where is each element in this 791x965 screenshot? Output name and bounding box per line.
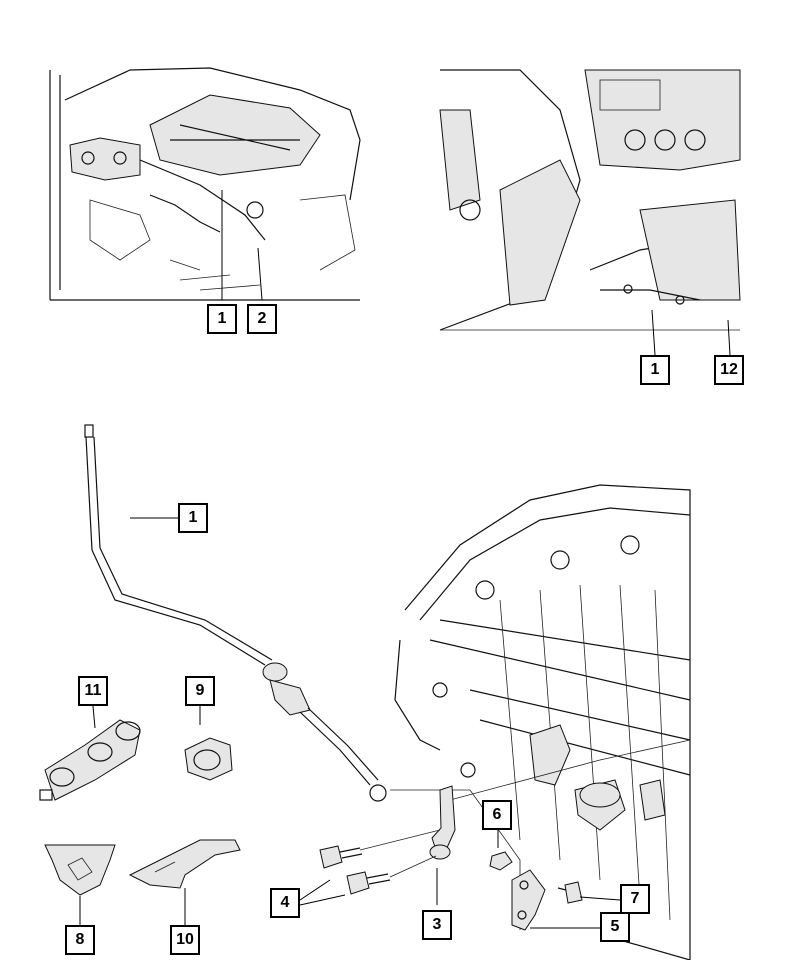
callout-10: 10 [170,925,200,955]
callout-4: 4 [270,888,300,918]
callout-1-main: 1 [178,503,208,533]
callout-6: 6 [482,800,512,830]
callout-2-inset-left: 2 [247,304,277,334]
callout-9: 9 [185,676,215,706]
cable-support-bracket [128,839,241,925]
nut [489,830,513,871]
retaining-clip [184,706,233,781]
callout-7: 7 [620,884,650,914]
mounting-bracket [44,844,116,925]
callout-1-inset-right: 1 [640,355,670,385]
clip-assembly [39,705,141,801]
callout-3: 3 [422,910,452,940]
callout-8: 8 [65,925,95,955]
cable-bracket [429,785,456,905]
callout-1-inset-left: 1 [207,304,237,334]
shift-cable [84,424,387,802]
bolts [299,829,441,906]
callout-11: 11 [78,676,108,706]
callout-5: 5 [600,912,630,942]
lever-plate [511,869,621,931]
inset-right-illustration [439,69,741,356]
inset-left-illustration [49,67,361,301]
callout-12-inset-right: 12 [714,355,744,385]
